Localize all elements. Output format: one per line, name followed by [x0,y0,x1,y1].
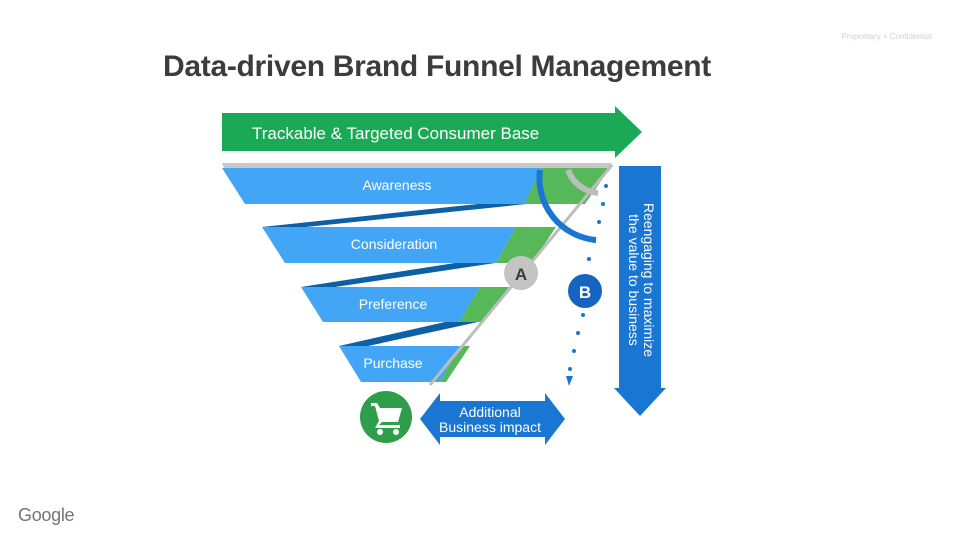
blue-arc [536,169,597,243]
stage-bar-consideration [262,227,516,263]
bottom-arrow-line1: Additional [459,404,521,420]
stage-bar-awareness [222,168,542,204]
funnel-top-bar [222,163,612,168]
gray-arc [565,168,599,196]
dotted-path [568,184,608,371]
side-arrow [614,166,666,416]
green-strip-purchase [440,346,470,382]
marker-b-label: B [579,283,591,302]
funnel-connector-3 [339,322,478,346]
stage-bar-preference [301,287,480,322]
marker-a-label: A [515,265,527,284]
green-strip-preference [459,287,509,322]
funnel-connector-1 [262,203,536,227]
shopping-cart-icon [371,403,402,435]
stage-bar-purchase [339,346,460,382]
side-arrow-text: Reengaging to maximize the value to busi… [626,203,657,357]
top-arrow [222,106,642,158]
marker-a-circle [504,256,538,290]
google-logo: Google [18,505,75,525]
top-arrow-label: Trackable & Targeted Consumer Base [252,124,539,143]
stage-label-consideration: Consideration [351,236,437,252]
stage-label-preference: Preference [359,296,428,312]
bottom-arrow [420,393,565,445]
dotted-path-arrowhead [566,376,573,386]
confidential-label: Proprietary + Confidential [841,32,933,41]
stage-label-purchase: Purchase [363,355,422,371]
stage-label-awareness: Awareness [362,177,431,193]
slide-title: Data-driven Brand Funnel Management [163,50,711,83]
marker-b-circle [568,274,602,308]
side-arrow-line2: the value to business [626,214,642,346]
funnel-connector-2 [301,263,495,287]
side-arrow-line1: Reengaging to maximize [641,203,657,357]
green-strip-consideration [496,227,556,263]
bottom-arrow-line2: Business impact [439,419,541,435]
